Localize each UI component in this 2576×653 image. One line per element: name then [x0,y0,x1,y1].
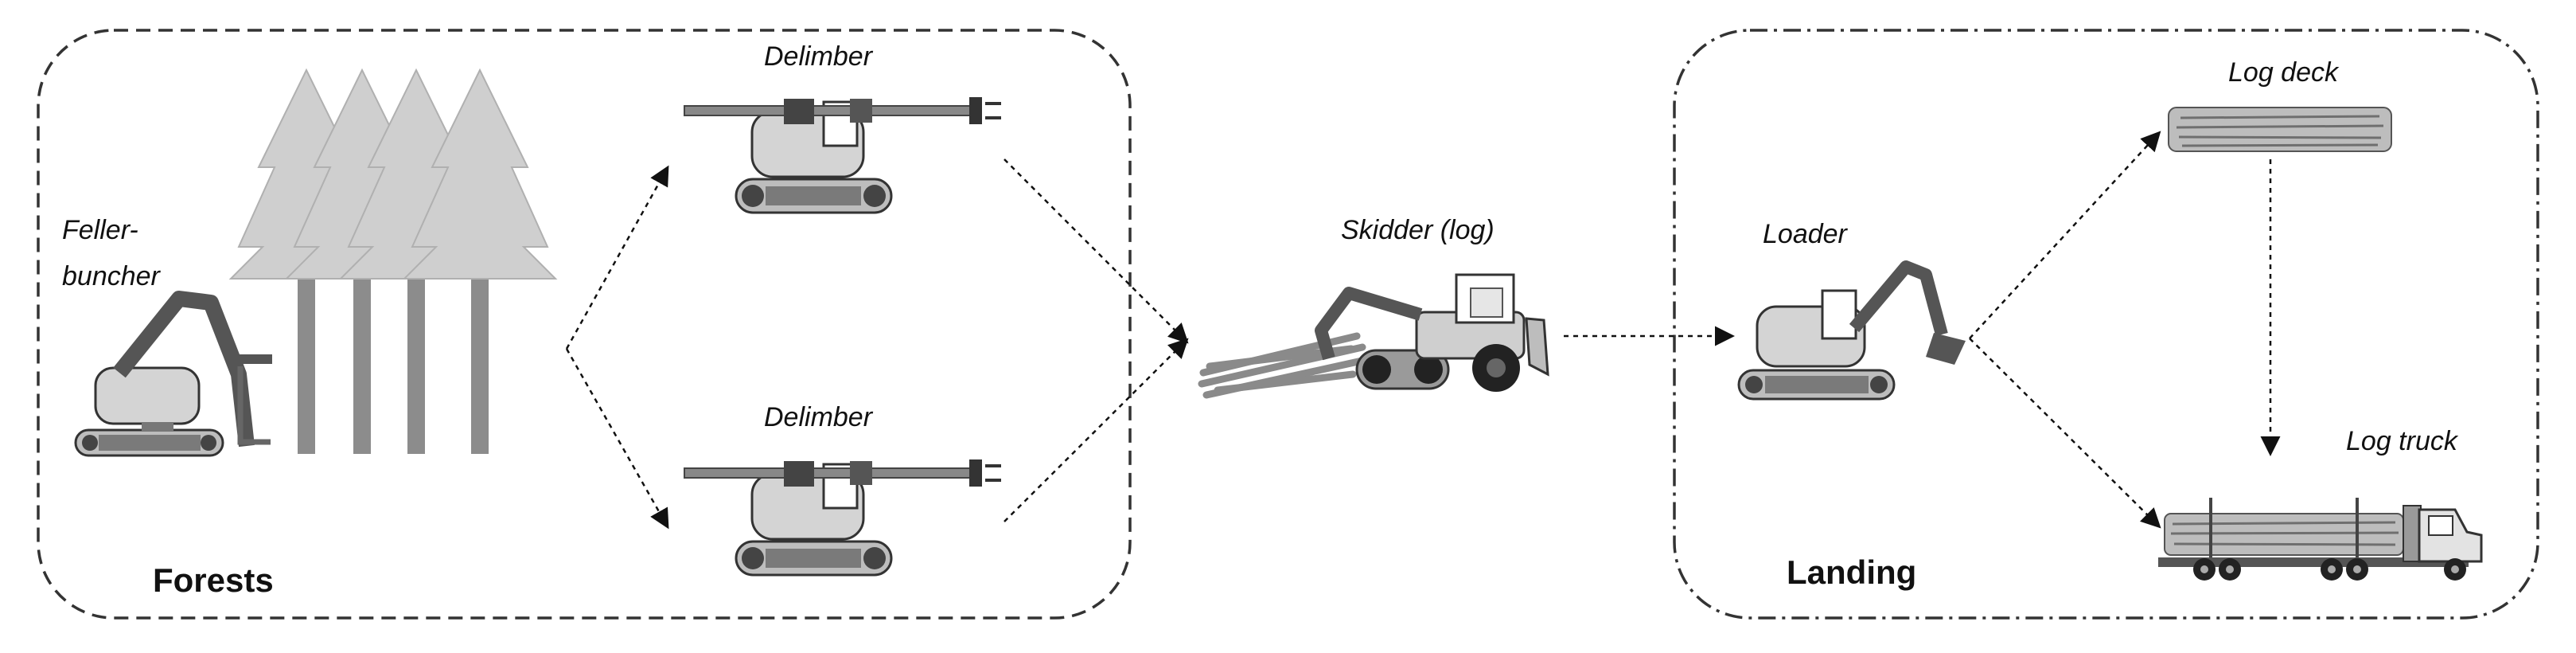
feller-buncher-machine [74,291,272,457]
landing-zone-label: Landing [1787,553,1917,591]
landing-zone-box [1673,29,2539,620]
delimber-top-label: Delimber [764,41,873,72]
delimber-bottom-machine [684,459,1001,577]
forests-zone-label: Forests [153,561,274,599]
log-truck [2158,498,2483,581]
skidder-label: Skidder (log) [1341,215,1495,245]
log-deck-pile [2168,107,2392,152]
loader-machine [1737,260,1966,401]
arrow-delimber-bottom-to-skidder [1004,338,1189,522]
delimber-top-machine [684,97,1001,214]
tree-icon [402,68,558,454]
log-deck-label: Log deck [2228,57,2338,88]
feller-buncher-label-line1: Feller- [62,215,138,245]
arrow-loader-to-log-deck [1969,131,2161,339]
loader-label: Loader [1763,219,1847,249]
arrow-delimber-top-to-skidder [1004,158,1189,344]
skidder-machine [1198,273,1549,399]
arrow-fellerbuncher-to-delimber-bottom [565,348,669,530]
delimber-bottom-label: Delimber [764,402,873,432]
arrow-fellerbuncher-to-delimber-top [565,165,669,350]
tree-stand [228,68,558,454]
log-truck-label: Log truck [2346,426,2457,456]
feller-buncher-label-line2: buncher [62,261,160,291]
arrow-loader-to-log-truck [1969,338,2161,529]
forests-zone-box [37,29,1132,620]
